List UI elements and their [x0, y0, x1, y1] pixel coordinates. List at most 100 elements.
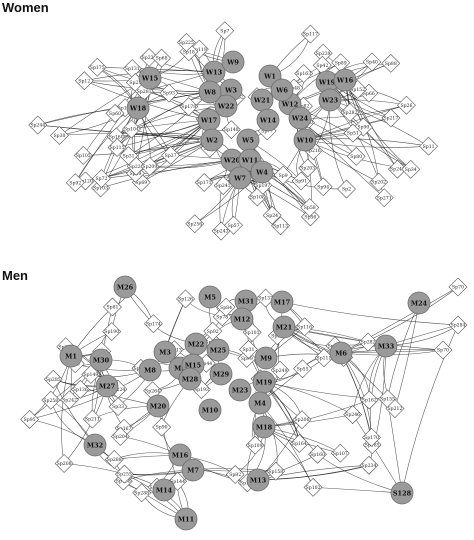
species-node: Sp26 — [397, 95, 416, 115]
species-label: Sp44 — [200, 361, 212, 367]
species-diamond — [114, 464, 134, 484]
species-diamond — [70, 379, 90, 399]
species-node: Sp107 — [330, 443, 350, 463]
species-label: Sp93 — [163, 91, 175, 97]
person-circle — [254, 346, 278, 370]
person-circle — [248, 391, 272, 415]
species-diamond — [143, 314, 163, 334]
species-node: Sp285 — [43, 369, 63, 389]
species-label: Sp149 — [83, 372, 98, 378]
species-node: Sp31 — [239, 339, 258, 359]
person-label: M2 — [174, 364, 186, 372]
species-label: Sp144 — [170, 479, 185, 485]
species-diamond — [295, 317, 315, 337]
species-diamond — [216, 297, 236, 317]
person-circle — [174, 507, 198, 531]
network-edge — [59, 132, 213, 141]
species-node: Sp204 — [110, 427, 130, 446]
species-label: Sp61 — [271, 333, 283, 339]
species-node: Sp240 — [387, 159, 407, 179]
species-diamond — [353, 117, 373, 137]
species-node: Sp113 — [271, 216, 290, 236]
person-node: M19 — [252, 370, 276, 394]
species-diamond — [41, 390, 61, 410]
species-node: Sp282 — [358, 332, 378, 352]
species-label: Sp206 — [295, 417, 310, 423]
person-label: M15 — [185, 361, 202, 369]
species-label: Sp242 — [62, 397, 77, 403]
species-diamond — [340, 102, 360, 122]
species-diamond — [54, 454, 74, 473]
species-diamond — [108, 397, 128, 417]
species-node: Sp70 — [448, 277, 468, 297]
person-label: W9 — [226, 58, 239, 66]
species-node: Sp209 — [140, 156, 160, 176]
species-label: Sp155 — [380, 397, 395, 403]
species-label: Sp119 — [192, 47, 207, 53]
women-network: Sp88Sp80Sp82Sp69Sp93Sp271Sp37Sp104Sp202S… — [28, 21, 439, 241]
species-label: Sp131 — [125, 66, 140, 72]
species-label: Sp224 — [110, 387, 125, 393]
species-diamond — [293, 359, 312, 379]
species-node: Sp72 — [92, 169, 111, 189]
species-diamond — [245, 435, 265, 455]
person-circle — [146, 394, 170, 418]
person-circle — [209, 362, 233, 386]
person-node: M22 — [184, 332, 208, 356]
person-node: W18 — [126, 96, 150, 120]
species-node: Sp12 — [74, 71, 94, 91]
species-node: Sp40 — [362, 52, 382, 72]
species-node: Sp206 — [292, 410, 312, 430]
species-node: Sp68 — [152, 48, 171, 68]
person-label: W6 — [275, 86, 288, 94]
species-diamond — [225, 465, 245, 484]
species-node: Sp84 — [216, 297, 236, 317]
species-diamond — [369, 172, 389, 192]
person-label: W18 — [129, 104, 147, 112]
person-circle — [270, 290, 294, 314]
species-node: Sp137 — [256, 288, 276, 308]
person-node: W24 — [288, 106, 312, 130]
species-node: Sp92 — [203, 321, 223, 341]
species-node: Sp126 — [176, 289, 195, 309]
person-node: M10 — [198, 398, 222, 422]
species-node: Sp288 — [132, 483, 152, 503]
person-label: M8 — [144, 366, 156, 374]
species-diamond — [433, 340, 453, 360]
person-circle — [333, 68, 357, 92]
species-diamond — [343, 123, 363, 143]
species-diamond — [122, 119, 141, 139]
species-node: Sp91 — [291, 171, 311, 191]
species-diamond — [273, 165, 293, 185]
species-node: Sp208 — [54, 454, 74, 473]
network-edge — [340, 349, 444, 356]
person-circle — [181, 458, 205, 482]
species-diamond — [387, 159, 407, 179]
species-diamond — [289, 434, 309, 453]
species-node: Sp104 — [122, 119, 141, 139]
person-circle — [95, 374, 119, 398]
species-label: Sp174 — [146, 321, 161, 327]
species-diamond — [179, 97, 199, 117]
species-label: Sp197 — [255, 183, 270, 189]
network-edge — [401, 324, 459, 494]
species-label: Sp12 — [78, 78, 90, 84]
species-diamond — [65, 173, 85, 193]
species-diamond — [291, 171, 311, 191]
person-circle — [153, 340, 177, 364]
person-circle — [214, 94, 238, 118]
person-label: W22 — [217, 102, 234, 110]
species-node: Sp136 — [70, 379, 90, 399]
species-node: Sp284 — [448, 315, 468, 335]
species-diamond — [313, 177, 333, 197]
species-diamond — [224, 215, 243, 235]
person-label: M33 — [378, 342, 395, 350]
species-label: Sp126 — [178, 297, 193, 303]
network-edge — [101, 139, 213, 179]
species-diamond — [102, 322, 122, 342]
person-label: M13 — [250, 476, 267, 484]
person-circle — [374, 334, 398, 358]
person-label: M12 — [234, 315, 250, 323]
network-edge — [116, 91, 211, 148]
